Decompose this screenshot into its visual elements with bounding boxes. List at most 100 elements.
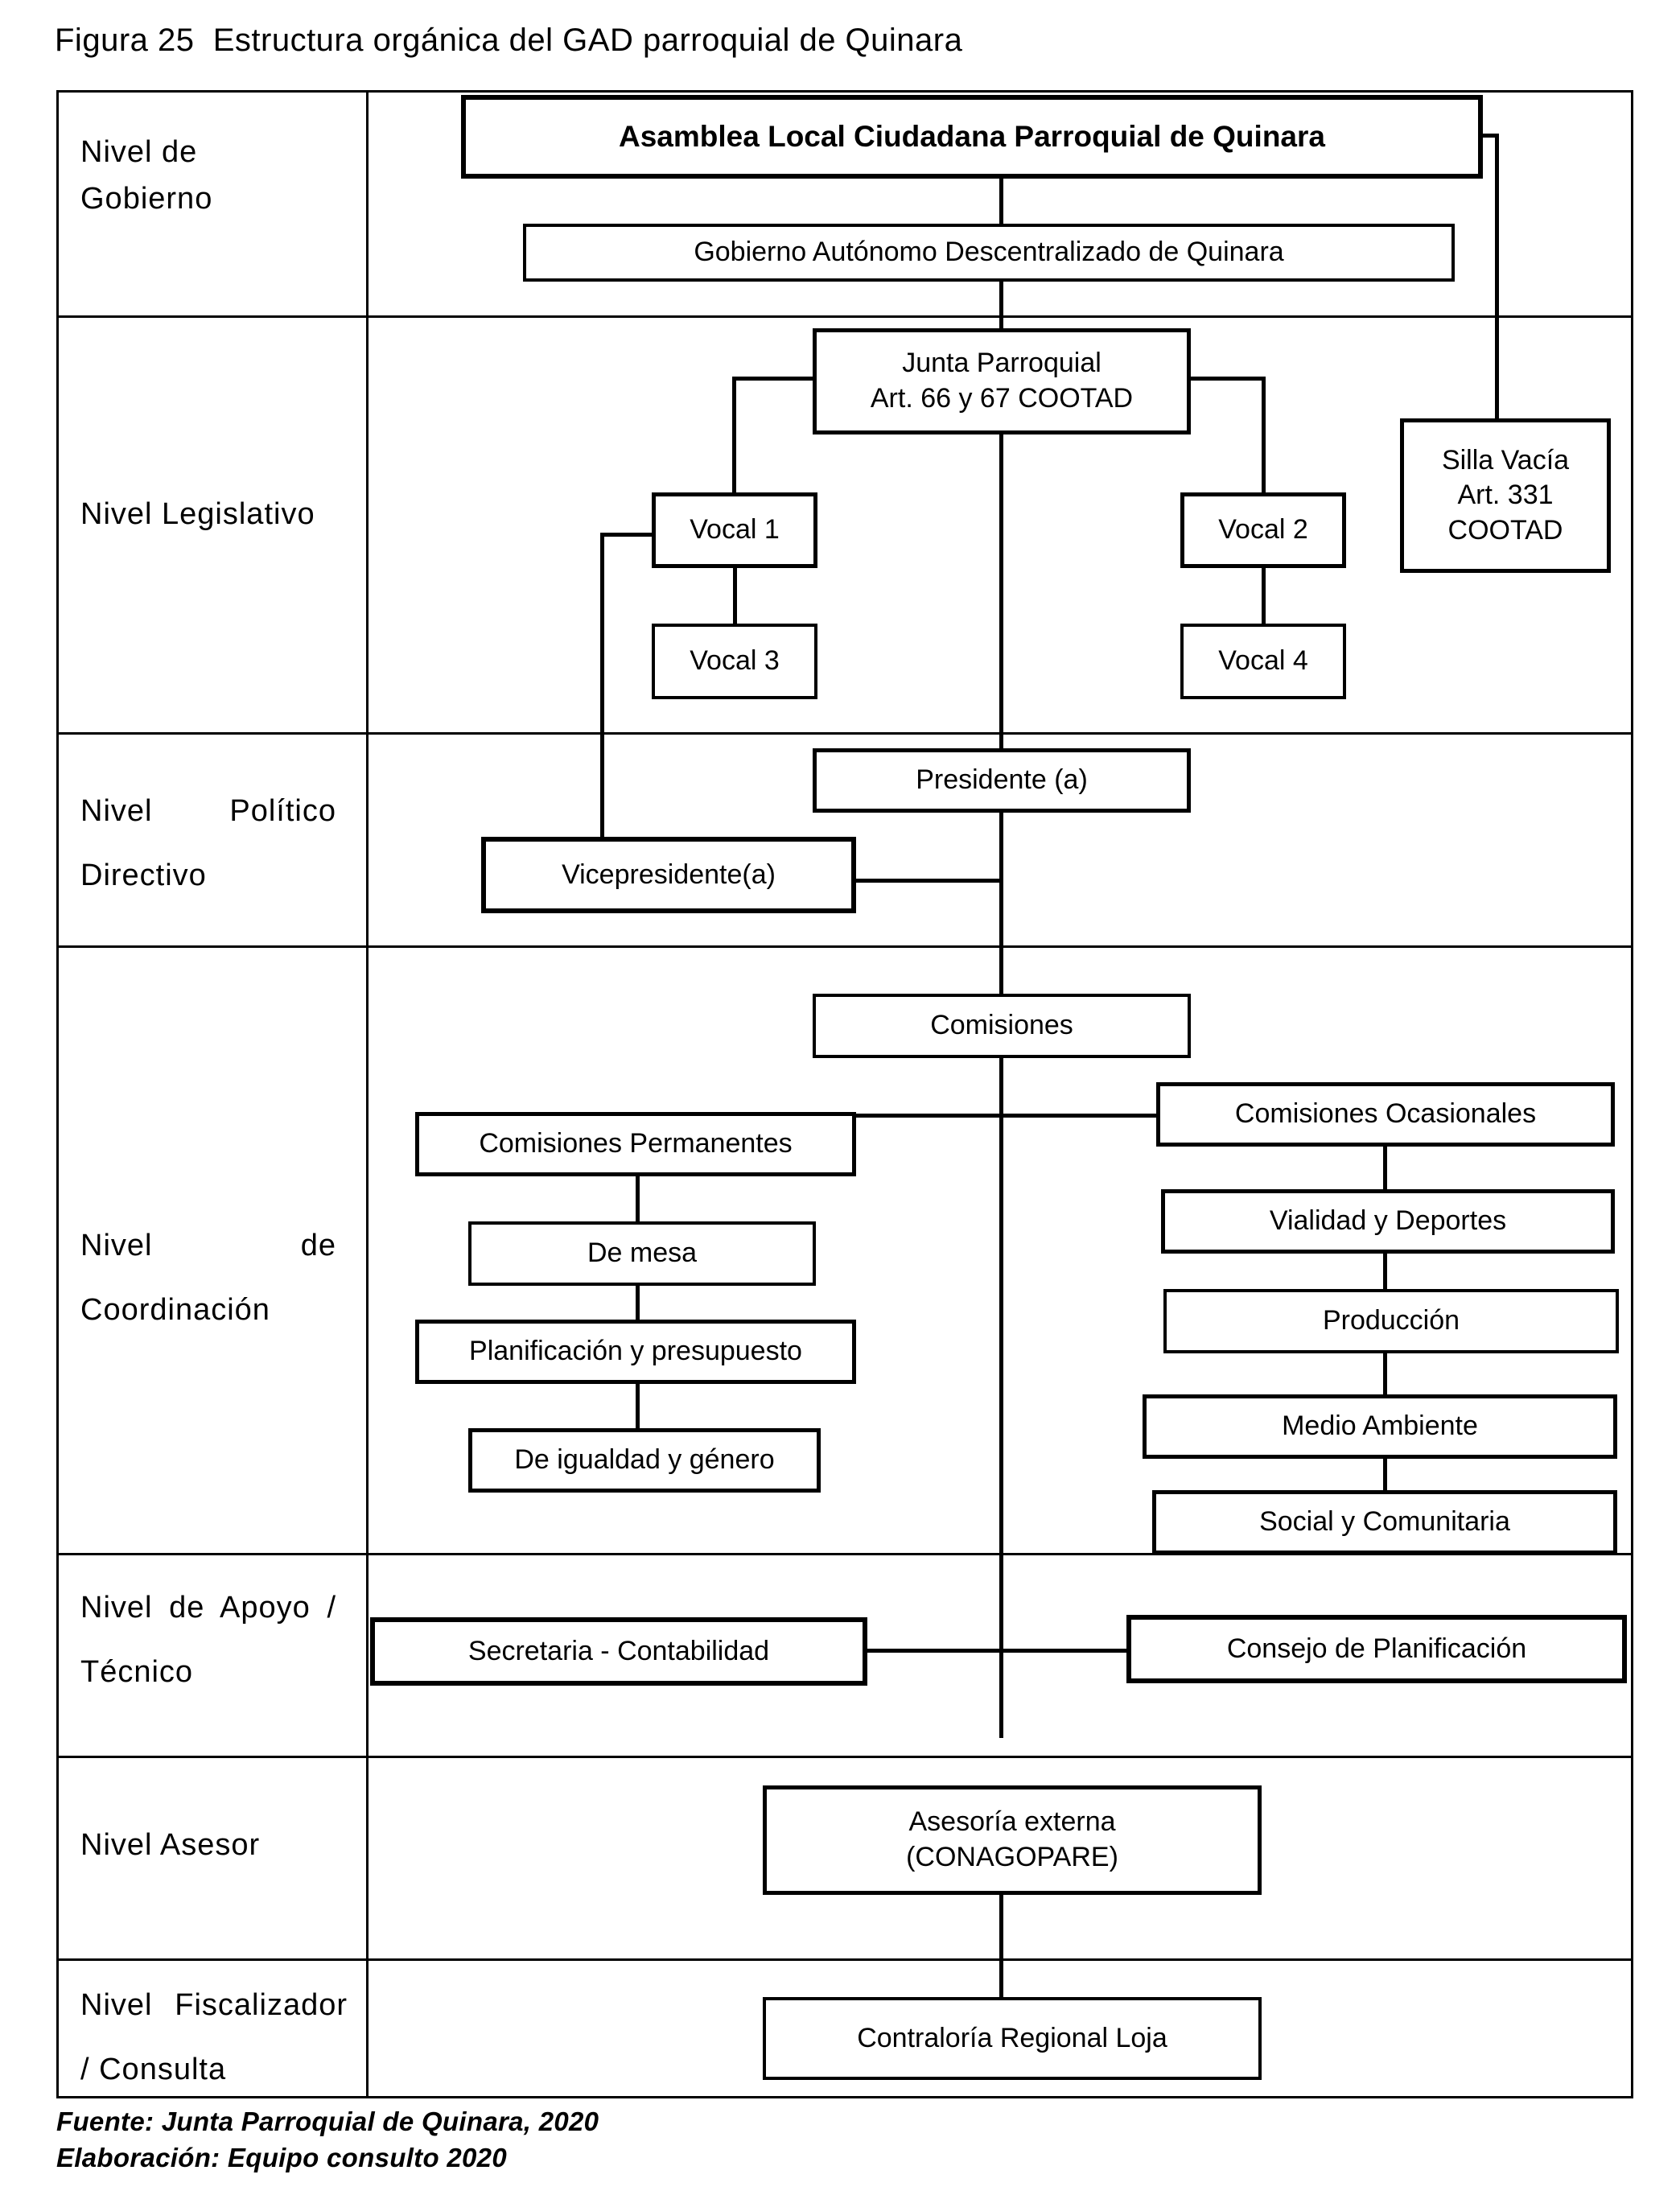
connector-vocal1-vice-drop (600, 533, 604, 837)
node-asamblea-label: Asamblea Local Ciudadana Parroquial de Q… (619, 120, 1325, 154)
node-comisiones-ocasionales-label: Comisiones Ocasionales (1234, 1098, 1537, 1130)
node-de-mesa: De mesa (468, 1221, 816, 1286)
node-contraloria: Contraloría Regional Loja (763, 1997, 1262, 2080)
node-contraloria-label: Contraloría Regional Loja (857, 2022, 1167, 2053)
node-medio-ambiente-label: Medio Ambiente (1282, 1410, 1478, 1442)
connector-asamblea-silla-drop (1495, 134, 1499, 418)
connector-presidente-comisiones (999, 813, 1003, 994)
node-vocal-4-label: Vocal 4 (1218, 645, 1308, 677)
level-label-gobierno-line2: Gobierno (80, 182, 213, 216)
node-vicepresidente-label: Vicepresidente(a) (562, 859, 776, 890)
node-silla-line2: Art. 331 (1457, 480, 1554, 511)
node-vocal-1-label: Vocal 1 (690, 514, 780, 546)
node-silla-line1: Silla Vacía (1441, 444, 1570, 476)
connector-asamblea-silla-elbow (1483, 134, 1499, 138)
connector-vocal1-vocal3 (733, 568, 737, 624)
connector-asamblea-gad (999, 179, 1003, 224)
level-label-politico-line2: Directivo (80, 859, 207, 892)
level-label-asesor-line1: Nivel Asesor (80, 1828, 261, 1862)
connector-produccion-medioambiente (1383, 1353, 1387, 1394)
node-planificacion-presupuesto-label: Planificación y presupuesto (469, 1336, 802, 1367)
level-label-fiscalizador: Nivel Fiscalizador / Consulta (80, 1973, 348, 2102)
node-vocal-1: Vocal 1 (652, 492, 817, 568)
connector-secretaria-consejo (867, 1649, 1126, 1653)
node-junta-parroquial: Junta Parroquial Art. 66 y 67 COOTAD (813, 328, 1191, 434)
row-divider-asesor-fiscalizador (56, 1958, 1633, 1961)
level-label-asesor: Nivel Asesor (80, 1828, 346, 1863)
connector-planificacion-igualdad (636, 1384, 640, 1428)
elaboration-note: Elaboración: Equipo consulto 2020 (56, 2143, 507, 2172)
node-vialidad-deportes: Vialidad y Deportes (1161, 1189, 1615, 1254)
column-divider (366, 90, 369, 2098)
node-vocal-2-label: Vocal 2 (1218, 514, 1308, 546)
node-gad-label: Gobierno Autónomo Descentralizado de Qui… (694, 237, 1284, 268)
connector-vice-spine (856, 879, 1002, 883)
node-comisiones: Comisiones (813, 994, 1191, 1058)
level-label-coordinacion: Nivel de Coordinación (80, 1213, 336, 1342)
node-consejo-planificacion: Consejo de Planificación (1126, 1615, 1627, 1683)
connector-junta-vocal2-drop (1262, 377, 1266, 492)
row-divider-legislativo-politico (56, 732, 1633, 735)
connector-vocal1-vice-stub (602, 533, 652, 537)
connector-junta-vocal2-stub (1191, 377, 1266, 381)
connector-gad-junta (999, 282, 1003, 328)
node-vicepresidente: Vicepresidente(a) (481, 837, 856, 913)
level-label-politico-line1: Nivel Político (80, 794, 336, 828)
node-secretaria-contabilidad: Secretaria - Contabilidad (370, 1617, 867, 1686)
level-label-legislativo: Nivel Legislativo (80, 497, 346, 532)
row-divider-gobierno-legislativo (56, 315, 1633, 318)
row-divider-apoyo-asesor (56, 1756, 1633, 1758)
level-label-politico: Nivel Político Directivo (80, 779, 336, 908)
node-asesoria-externa-line1: Asesoría externa (908, 1806, 1116, 1838)
figure-caption: Figura 25 Estructura orgánica del GAD pa… (55, 23, 963, 58)
node-planificacion-presupuesto: Planificación y presupuesto (415, 1320, 856, 1384)
node-vialidad-deportes-label: Vialidad y Deportes (1269, 1205, 1507, 1237)
level-label-coordinacion-line1: Nivel de (80, 1229, 336, 1262)
node-igualdad-genero-label: De igualdad y género (514, 1444, 775, 1476)
node-asamblea: Asamblea Local Ciudadana Parroquial de Q… (461, 95, 1483, 179)
level-label-fiscalizador-line2: / Consulta (80, 2053, 227, 2086)
connector-ocasionales-vialidad (1383, 1147, 1387, 1189)
node-comisiones-ocasionales: Comisiones Ocasionales (1156, 1082, 1615, 1147)
node-secretaria-contabilidad-label: Secretaria - Contabilidad (467, 1635, 770, 1666)
node-asesoria-externa: Asesoría externa (CONAGOPARE) (763, 1785, 1262, 1895)
connector-medioambiente-social (1383, 1459, 1387, 1490)
node-comisiones-permanentes-label: Comisiones Permanentes (479, 1128, 793, 1159)
level-label-legislativo-line1: Nivel Legislativo (80, 497, 315, 531)
node-junta-line2: Art. 66 y 67 COOTAD (870, 383, 1134, 414)
connector-vialidad-produccion (1383, 1254, 1387, 1289)
node-comisiones-label: Comisiones (930, 1010, 1073, 1041)
node-de-mesa-label: De mesa (587, 1238, 698, 1269)
node-silla-line3: COOTAD (1447, 514, 1563, 546)
node-igualdad-genero: De igualdad y género (468, 1428, 821, 1493)
connector-junta-vocal1-drop (732, 377, 736, 492)
connector-permanentes-demesa (636, 1176, 640, 1221)
source-note: Fuente: Junta Parroquial de Quinara, 202… (56, 2106, 599, 2136)
level-label-fiscalizador-line1: Nivel Fiscalizador (80, 1988, 348, 2022)
connector-demesa-planificacion (636, 1286, 640, 1320)
node-social-comunitaria-label: Social y Comunitaria (1259, 1506, 1510, 1538)
connector-junta-presidente (999, 434, 1003, 748)
node-medio-ambiente: Medio Ambiente (1143, 1394, 1617, 1459)
node-consejo-planificacion-label: Consejo de Planificación (1226, 1633, 1527, 1664)
level-label-gobierno: Nivel de Gobierno (80, 129, 336, 222)
connector-comisiones-spine (999, 1058, 1003, 1738)
node-comisiones-permanentes: Comisiones Permanentes (415, 1112, 856, 1176)
node-produccion: Producción (1163, 1289, 1619, 1353)
node-asesoria-externa-line2: (CONAGOPARE) (906, 1842, 1118, 1872)
connector-vocal2-vocal4 (1262, 568, 1266, 624)
row-divider-politico-coordinacion (56, 945, 1633, 948)
level-label-coordinacion-line2: Coordinación (80, 1293, 270, 1327)
node-silla-vacia: Silla Vacía Art. 331 COOTAD (1400, 418, 1611, 573)
level-label-gobierno-line1: Nivel de (80, 135, 198, 169)
connector-permanentes-ocasionales (856, 1114, 1156, 1118)
row-divider-coordinacion-apoyo (56, 1553, 1633, 1555)
node-social-comunitaria: Social y Comunitaria (1152, 1490, 1617, 1555)
table-frame (56, 90, 1633, 2098)
node-presidente: Presidente (a) (813, 748, 1191, 813)
node-presidente-label: Presidente (a) (916, 764, 1088, 796)
level-label-apoyo-line2: Técnico (80, 1655, 194, 1689)
node-vocal-2: Vocal 2 (1180, 492, 1346, 568)
connector-asesoria-contraloria (999, 1895, 1003, 1997)
